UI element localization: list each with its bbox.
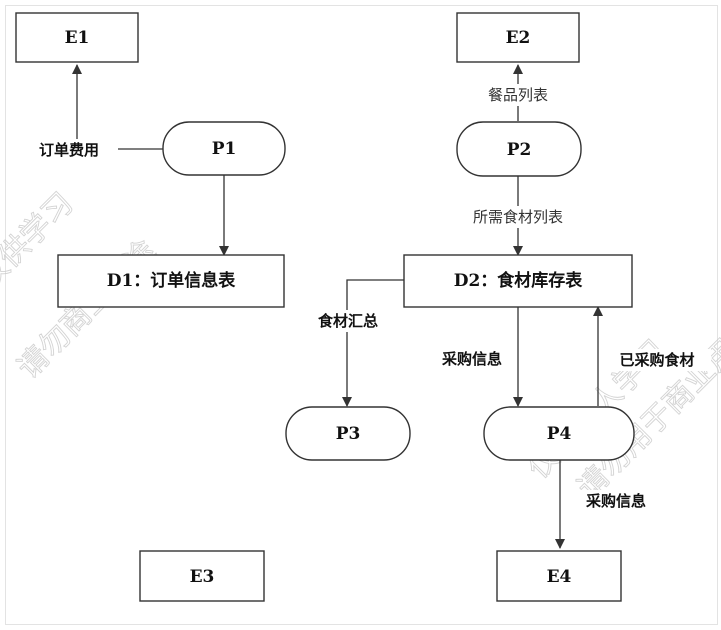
datastore-d2: [403, 254, 633, 308]
entity-e3-label: E3: [190, 567, 215, 587]
process-p4-label: P4: [547, 424, 572, 444]
datastore-d1-label: D1：订单信息表: [107, 270, 237, 291]
flow-label-order-fee: 订单费用: [39, 141, 99, 159]
process-p3: [285, 406, 411, 461]
entity-e2-label: E2: [506, 28, 531, 48]
flow-label-menu-list: 餐品列表: [488, 86, 548, 104]
process-p3-label: P3: [336, 424, 361, 444]
process-p1: [162, 121, 286, 176]
process-p4: [483, 406, 635, 461]
entity-e3: [139, 550, 265, 602]
flow-label-ingredient-summary: 食材汇总: [318, 312, 378, 330]
entity-e4: [496, 550, 622, 602]
process-p2-label: P2: [507, 140, 532, 160]
process-p2: [456, 121, 582, 177]
entity-e1-label: E1: [65, 28, 90, 48]
process-p1-label: P1: [212, 139, 237, 159]
flow-label-ingredient-list: 所需食材列表: [473, 208, 563, 226]
flow-label-purchase-info-2: 采购信息: [585, 492, 646, 510]
flow-d2-p3: [342, 279, 404, 407]
entity-e2: [456, 12, 580, 63]
datastore-d2-label: D2：食材库存表: [454, 270, 584, 291]
datastore-d1: [57, 254, 285, 308]
flow-p1-e1: [72, 64, 163, 150]
entity-e1: [15, 12, 139, 63]
flow-label-purchased-ingredients: 已采购食材: [619, 351, 694, 369]
flow-label-purchase-info: 采购信息: [441, 350, 502, 368]
entity-e4-label: E4: [547, 567, 572, 587]
